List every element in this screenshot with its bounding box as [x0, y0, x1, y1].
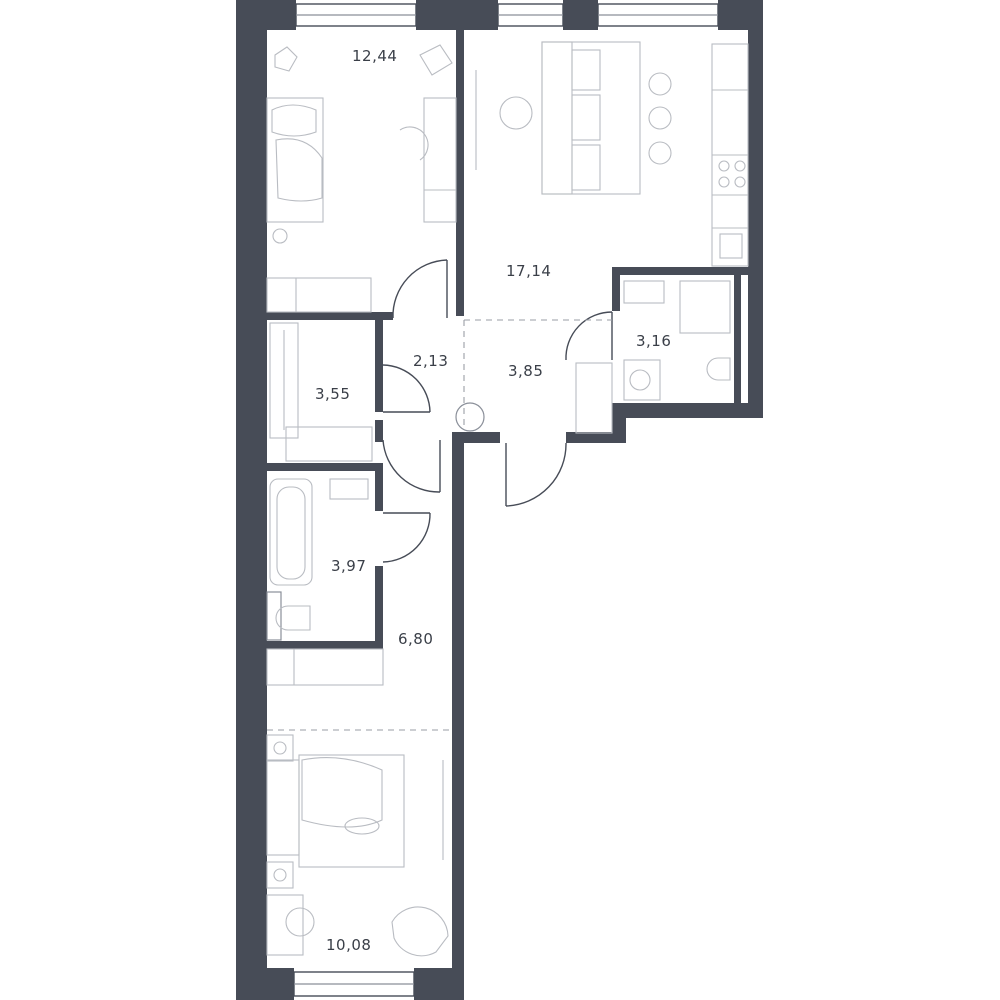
- area-bathroom: 3,97: [331, 557, 366, 575]
- area-hall-small: 2,13: [413, 352, 448, 370]
- stool-icon: [648, 72, 672, 96]
- coffee-table-icon: [499, 96, 533, 130]
- armchair-icon: [391, 906, 449, 957]
- toilet-icon: [275, 605, 311, 631]
- ball-icon: [272, 228, 288, 244]
- nightstand: [266, 734, 294, 762]
- hallway-closet: [266, 648, 384, 686]
- sofa: [541, 41, 641, 195]
- area-hallway: 6,80: [398, 630, 433, 648]
- stove-burner-icon: [718, 160, 730, 172]
- area-labels: 12,44 17,14 2,13 3,85 3,16 3,55 3,97 6,8…: [315, 47, 671, 954]
- wardrobe-bedroom-1: [266, 277, 372, 313]
- washing-machine-icon: [623, 359, 661, 401]
- lamp-icon: [273, 741, 287, 755]
- headboard: [266, 759, 300, 856]
- furniture: [266, 41, 749, 957]
- walls: [236, 0, 763, 1000]
- shoe-rack: [575, 362, 613, 434]
- dresser: [266, 894, 304, 956]
- nightstand: [266, 861, 294, 889]
- toilet-icon: [706, 357, 731, 381]
- sink-icon: [623, 280, 665, 304]
- windows: [293, 3, 719, 997]
- stool-icon: [648, 141, 672, 165]
- stool-icon: [648, 106, 672, 130]
- area-living-kitchen: 17,14: [506, 262, 551, 280]
- desk-bedroom-1: [423, 97, 457, 223]
- chair-icon: [399, 126, 429, 161]
- area-wardrobe: 3,55: [315, 385, 350, 403]
- bed-bedroom-1: [266, 97, 324, 223]
- column-marker: [455, 402, 485, 432]
- toy-icon: [419, 44, 453, 76]
- pet-icon: [344, 817, 380, 835]
- shower-tray: [679, 280, 731, 334]
- zone-lines: [267, 319, 612, 731]
- area-bedroom-2: 10,08: [326, 936, 371, 954]
- bathtub: [269, 478, 313, 586]
- area-shower-room: 3,16: [636, 332, 671, 350]
- lamp-icon: [273, 868, 287, 882]
- wardrobe-shelf: [285, 426, 373, 462]
- bed-bedroom-2: [298, 754, 405, 868]
- wardrobe-rail: [269, 322, 299, 439]
- area-corridor: 3,85: [508, 362, 543, 380]
- sink-icon: [329, 478, 369, 500]
- plant-icon: [274, 46, 298, 72]
- chair-icon: [285, 907, 315, 937]
- sink-icon: [719, 233, 743, 259]
- area-bedroom-1: 12,44: [352, 47, 397, 65]
- doors: [382, 259, 613, 563]
